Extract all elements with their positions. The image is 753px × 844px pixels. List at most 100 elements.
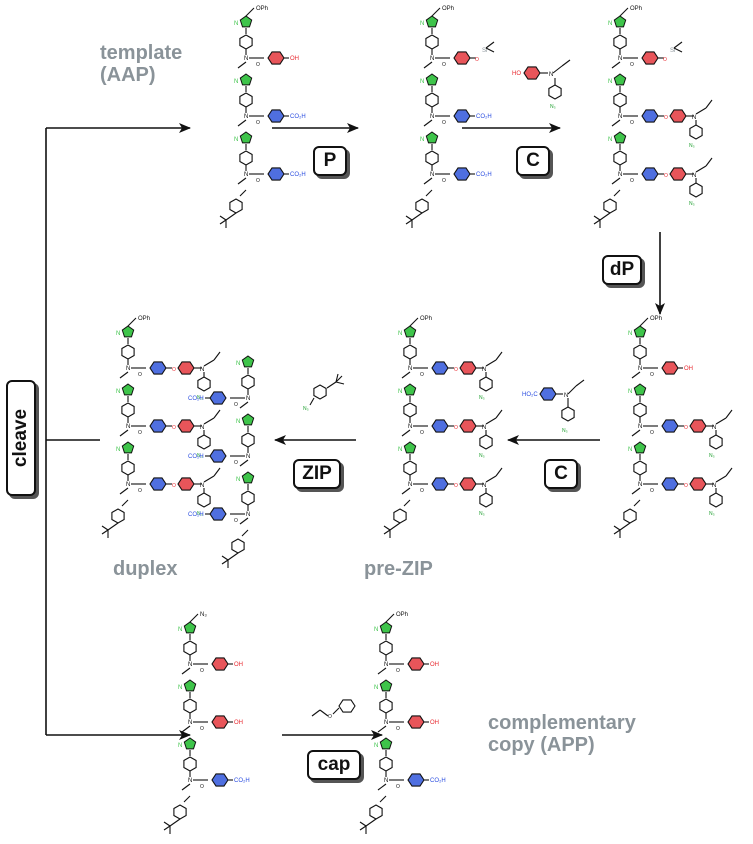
carbonyl-oxygen-label: O <box>630 178 634 184</box>
phenol-ring <box>211 715 229 729</box>
reagent-phenyl-ring <box>338 699 356 713</box>
template-label: template (AAP) <box>100 42 182 86</box>
acid-ring <box>407 773 425 787</box>
amide-nitrogen-label: N <box>712 425 716 431</box>
triazole-nitrogen-label: N <box>236 477 240 483</box>
triazole-ring <box>403 325 417 338</box>
tert-butylphenyl-ring <box>603 198 617 214</box>
triazole-ring <box>379 679 393 692</box>
aryl-ring <box>241 374 255 390</box>
carbonyl-oxygen-label: O <box>200 668 204 674</box>
ester-oxygen-label: O <box>454 425 458 431</box>
azidophenyl-ring <box>709 434 723 450</box>
phenol-ring <box>459 477 477 491</box>
triazole-nitrogen-label: N <box>608 21 612 27</box>
amide-nitrogen-label: N <box>638 424 642 430</box>
reagent-tert-butylbenzyl-azide: N₃ <box>303 373 345 412</box>
triazole-nitrogen-label: N <box>628 447 632 453</box>
azidophenyl-ring <box>709 492 723 508</box>
reagent-azidophenyl-ring <box>548 84 562 100</box>
amide-nitrogen-label: N <box>188 720 192 726</box>
acid-ring <box>431 361 449 375</box>
triazole-nitrogen-label: N <box>236 361 240 367</box>
phenol-ring <box>459 361 477 375</box>
reagent-azide-label: N₃ <box>550 104 556 110</box>
carboxylic-acid-label: CO₂H <box>188 512 204 518</box>
amide-nitrogen-label: N <box>618 172 622 178</box>
phenol-ring <box>669 167 687 181</box>
carbonyl-oxygen-label: O <box>420 430 424 436</box>
tert-butylphenyl-ring <box>623 508 637 524</box>
azidophenyl-ring <box>197 376 211 392</box>
amide-nitrogen-label: N <box>188 662 192 668</box>
aryl-ring <box>379 640 393 656</box>
complementary-label-line1: complementary <box>488 712 636 734</box>
triazole-nitrogen-label: N <box>374 743 378 749</box>
step-c-mid-box: C <box>544 459 578 489</box>
carbonyl-oxygen-label: O <box>396 784 400 790</box>
carboxylic-acid-label: CO₂H <box>290 172 306 178</box>
amide-nitrogen-label: N <box>638 482 642 488</box>
amide-nitrogen-label: N <box>638 366 642 372</box>
silicon-label: Si <box>670 48 675 54</box>
azidophenyl-ring <box>689 124 703 140</box>
reagent-ether-oxygen-label: O <box>328 714 332 720</box>
reagent-phenol-ring <box>523 66 541 80</box>
aryl-ring <box>121 402 135 418</box>
amide-nitrogen-label: N <box>712 483 716 489</box>
carbonyl-oxygen-label: O <box>396 668 400 674</box>
amide-nitrogen-label: N <box>618 56 622 62</box>
carbonyl-oxygen-label: O <box>234 518 238 524</box>
reagent-azidophenyl-ring <box>561 406 575 422</box>
tert-butylphenyl-ring <box>229 198 243 214</box>
phenol-ring <box>267 51 285 65</box>
carbonyl-oxygen-label: O <box>442 62 446 68</box>
aryl-ring <box>121 344 135 360</box>
azide-label: N₃ <box>479 511 485 517</box>
acid-ring <box>453 109 471 123</box>
carbonyl-oxygen-label: O <box>256 120 260 126</box>
triazole-ring <box>183 621 197 634</box>
carbonyl-oxygen-label: O <box>138 372 142 378</box>
hydroxyl-label: OH <box>234 720 243 726</box>
azide-label: N₃ <box>709 511 715 517</box>
reagent-hydroxyl-label: HO <box>512 71 521 77</box>
aryl-ring <box>239 92 253 108</box>
phenoxymethyl-label: OPh <box>396 612 408 618</box>
carboxylic-acid-label: CO₂H <box>188 396 204 402</box>
triazole-ring <box>403 441 417 454</box>
phenol-ring <box>177 477 195 491</box>
triazole-nitrogen-label: N <box>236 419 240 425</box>
azidophenyl-ring <box>197 492 211 508</box>
triazole-ring <box>633 441 647 454</box>
amide-nitrogen-label: N <box>482 367 486 373</box>
amide-nitrogen-label: N <box>246 512 250 518</box>
phenol-ring <box>689 419 707 433</box>
carbonyl-oxygen-label: O <box>630 62 634 68</box>
amide-nitrogen-label: N <box>244 172 248 178</box>
triazole-nitrogen-label: N <box>178 685 182 691</box>
acid-ring <box>149 361 167 375</box>
tert-butylphenyl-ring <box>369 804 383 820</box>
phenol-ring <box>407 657 425 671</box>
phenol-ring <box>641 51 659 65</box>
triazole-nitrogen-label: N <box>374 627 378 633</box>
triazole-ring <box>425 73 439 86</box>
acid-ring <box>149 419 167 433</box>
aryl-ring <box>425 150 439 166</box>
triazole-ring <box>121 325 135 338</box>
triazole-ring <box>403 383 417 396</box>
hydroxyl-label: OH <box>234 662 243 668</box>
triazole-nitrogen-label: N <box>116 447 120 453</box>
triazole-nitrogen-label: N <box>116 331 120 337</box>
acid-ring <box>431 477 449 491</box>
triazole-ring <box>241 471 255 484</box>
triazole-nitrogen-label: N <box>420 79 424 85</box>
cleave-box: cleave <box>6 380 36 496</box>
aryl-ring <box>239 34 253 50</box>
